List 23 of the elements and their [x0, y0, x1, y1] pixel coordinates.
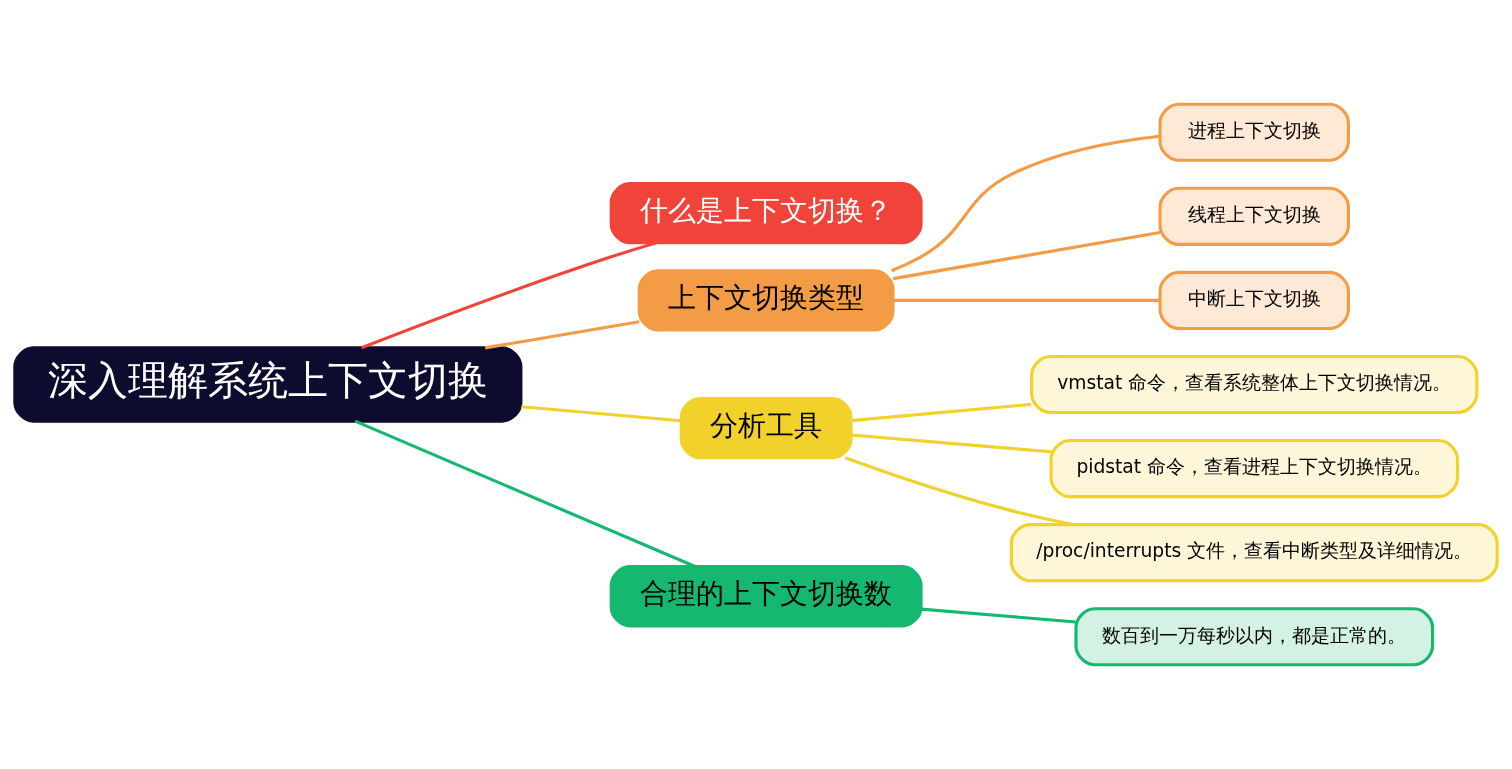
node-box: vmstat 命令，查看系统整体上下文切换情况。	[1030, 354, 1479, 415]
node-box: 进程上下文切换	[1158, 102, 1350, 162]
connector	[361, 241, 657, 350]
node-box: 中断上下文切换	[1158, 270, 1350, 330]
node-box: 上下文切换类型	[637, 269, 895, 332]
node-box: 深入理解系统上下文切换	[13, 346, 523, 423]
connector	[892, 230, 1161, 281]
node-box: 分析工具	[679, 396, 853, 460]
connector	[921, 607, 1076, 624]
connector	[890, 134, 1160, 273]
connector	[484, 320, 640, 350]
connector	[354, 419, 696, 568]
node-box: pidstat 命令，查看进程上下文切换情况。	[1049, 439, 1459, 499]
node-box: 合理的上下文切换数	[609, 565, 923, 628]
node-box: 数百到一万每秒以内，都是正常的。	[1074, 607, 1435, 667]
node-box: 线程上下文切换	[1158, 186, 1350, 246]
node-box: 什么是上下文切换？	[609, 182, 923, 245]
node-box: /proc/interrupts 文件，查看中断类型及详细情况。	[1009, 523, 1499, 583]
connector	[521, 405, 682, 423]
connector	[844, 456, 1074, 527]
connector	[850, 402, 1032, 423]
connector	[893, 298, 1160, 302]
connector	[850, 433, 1052, 454]
